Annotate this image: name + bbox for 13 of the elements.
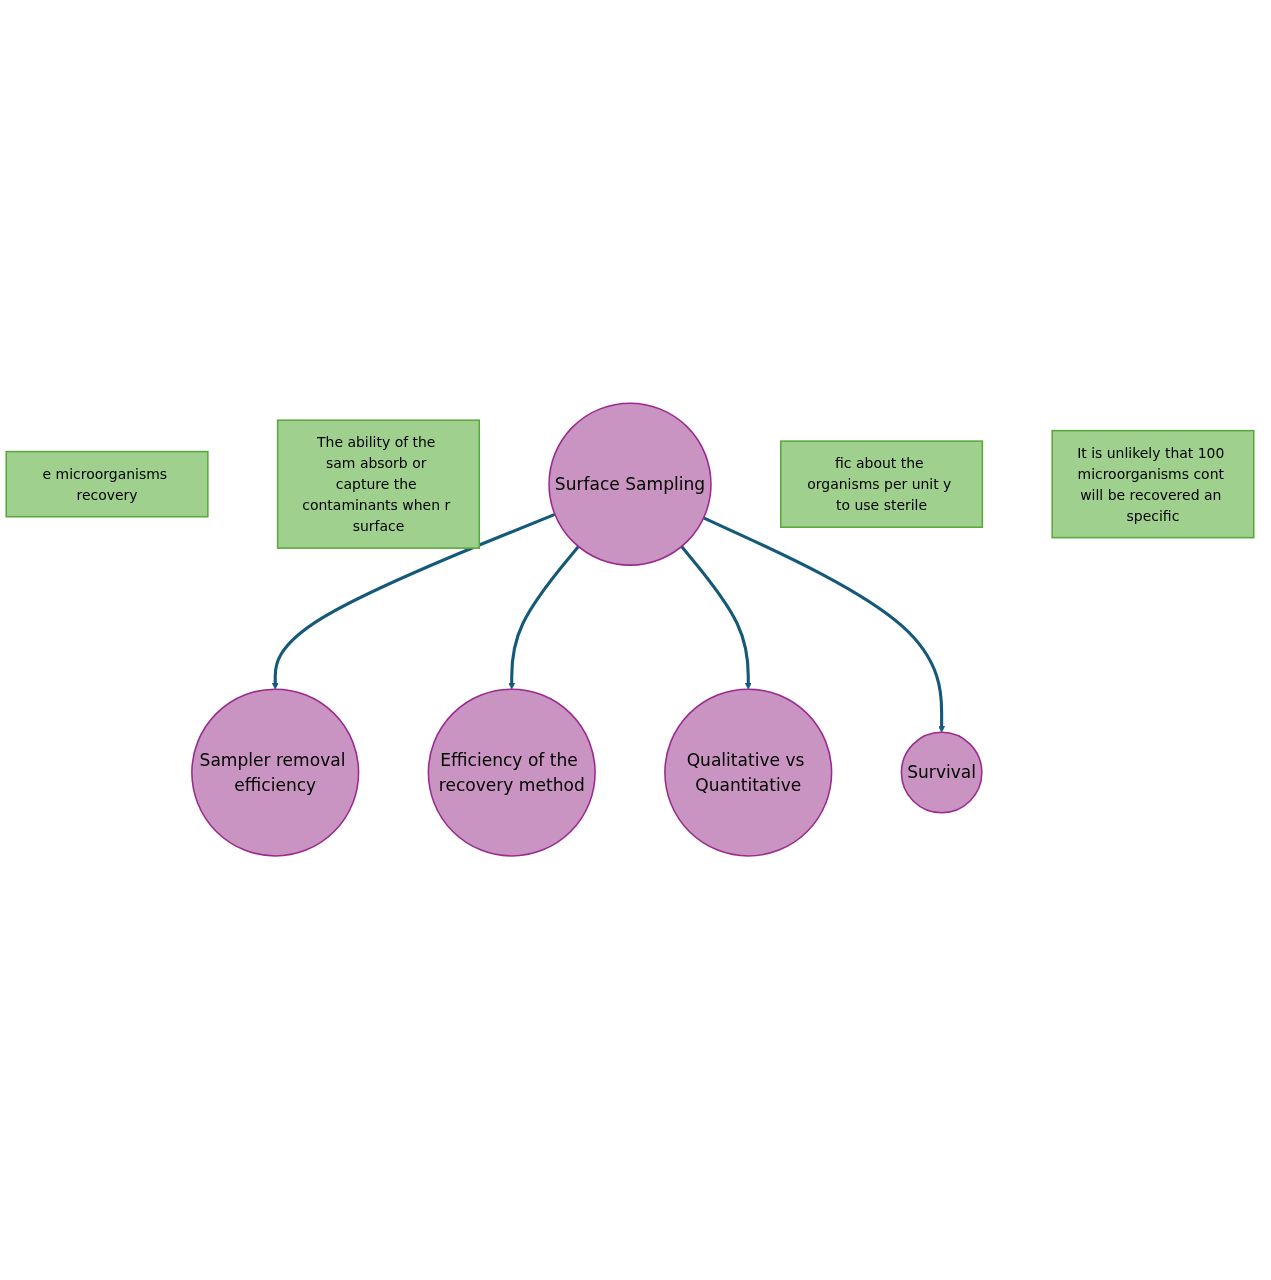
arrow bbox=[271, 513, 556, 690]
node-box: e microorganisms recovery bbox=[5, 451, 209, 518]
node-circle: Sampler removal efficiency bbox=[191, 688, 360, 858]
arrow bbox=[508, 546, 580, 690]
node-circle: Surface Sampling bbox=[548, 402, 712, 567]
node-circle: Efficiency of the recovery method bbox=[427, 688, 596, 858]
node-circle: Qualitative vs Quantitative bbox=[664, 688, 833, 858]
node-circle: Survival bbox=[900, 732, 983, 814]
node-box: fic about the organisms per unit y to use sterile bbox=[779, 440, 984, 529]
node-box: The ability of the sam absorb or capture the contaminants when r surface bbox=[276, 419, 481, 550]
arrow bbox=[702, 516, 946, 734]
node-box: It is unlikely that 100 microorganisms cont will be recovered an specific bbox=[1051, 430, 1255, 539]
arrow bbox=[680, 546, 752, 690]
